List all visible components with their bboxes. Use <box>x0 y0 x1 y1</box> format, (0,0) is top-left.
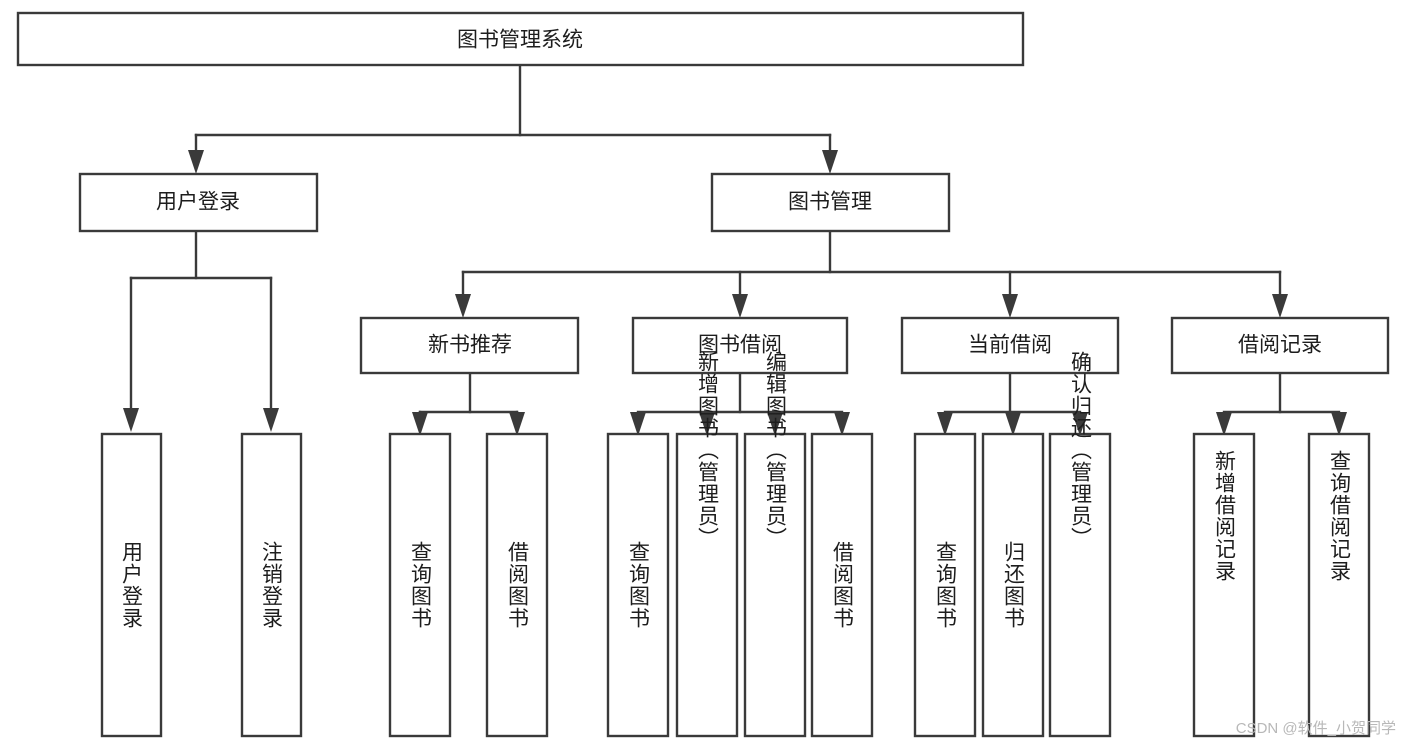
arrow-head-leaf-current-borrow-3 <box>1072 412 1088 436</box>
leaf-current-borrow-3[interactable]: 确认归还（管理员） <box>1048 351 1112 738</box>
leaf-new-book-recommend-2-label: 借阅图书 <box>506 541 530 629</box>
leaf-borrow-record-2[interactable]: 查询借阅记录 <box>1307 432 1371 738</box>
leaf-current-borrow-2-box[interactable] <box>981 432 1045 738</box>
node-book-borrow-label: 图书借阅 <box>698 334 782 357</box>
leaf-borrow-record-1-label: 新增借阅记录 <box>1213 450 1237 582</box>
leaf-current-borrow-2-label: 归还图书 <box>1002 541 1026 629</box>
arrow-head-leaf-borrow-record-2 <box>1331 412 1347 436</box>
arrow-head-leaf-book-borrow-2 <box>699 412 715 436</box>
leaf-book-borrow-1[interactable]: 查询图书 <box>606 432 670 738</box>
leaf-book-borrow-4-label: 借阅图书 <box>831 541 855 629</box>
arrow-head-leaf-current-borrow-2 <box>1005 412 1021 436</box>
leaf-current-borrow-1-box[interactable] <box>913 432 977 738</box>
node-book-borrow[interactable]: 图书借阅 <box>631 316 849 375</box>
leaf-book-borrow-1-label: 查询图书 <box>627 541 651 629</box>
leaf-book-borrow-3[interactable]: 编辑图书（管理员） <box>743 351 807 738</box>
node-root-label: 图书管理系统 <box>457 29 583 52</box>
node-user-login-box[interactable] <box>78 172 319 233</box>
arrow-head-new-book <box>455 294 471 318</box>
node-borrow-record-label: 借阅记录 <box>1238 334 1322 357</box>
csdn-watermark: CSDN @软件_小贺同学 <box>1236 720 1396 737</box>
leaf-book-borrow-3-label: 编辑图书（管理员） <box>764 351 788 549</box>
node-user-login-label: 用户登录 <box>156 191 240 214</box>
leaf-book-borrow-4[interactable]: 借阅图书 <box>810 432 874 738</box>
leaf-book-borrow-1-box[interactable] <box>606 432 670 738</box>
node-new-book-recommend[interactable]: 新书推荐 <box>359 316 580 375</box>
node-book-manage-label: 图书管理 <box>788 191 872 214</box>
leaf-user-login-2-label: 注销登录 <box>260 541 284 629</box>
node-new-book-recommend-box[interactable] <box>359 316 580 375</box>
leaf-book-borrow-3-box[interactable] <box>743 432 807 738</box>
arrow-head-leaf-borrow-record-1 <box>1216 412 1232 436</box>
leaf-new-book-recommend-2[interactable]: 借阅图书 <box>485 432 549 738</box>
leaf-book-borrow-2-label: 新增图书（管理员） <box>696 351 720 549</box>
leaf-book-borrow-4-box[interactable] <box>810 432 874 738</box>
node-current-borrow-box[interactable] <box>900 316 1120 375</box>
arrow-head-leaf-new-book-2 <box>509 412 525 436</box>
arrow-head-book-manage <box>822 150 838 174</box>
leaf-current-borrow-1-label: 查询图书 <box>934 541 958 629</box>
arrow-head-leaf-book-borrow-1 <box>630 412 646 436</box>
leaf-book-borrow-2[interactable]: 新增图书（管理员） <box>675 351 739 738</box>
arrow-head-leaf-current-borrow-1 <box>937 412 953 436</box>
node-new-book-recommend-label: 新书推荐 <box>428 334 512 357</box>
leaf-current-borrow-3-box[interactable] <box>1048 432 1112 738</box>
arrow-head-user-login <box>188 150 204 174</box>
arrow-head-book-borrow <box>732 294 748 318</box>
leaf-new-book-recommend-1-box[interactable] <box>388 432 452 738</box>
node-root-box[interactable] <box>16 11 1025 67</box>
leaf-user-login-1-box[interactable] <box>100 432 163 738</box>
leaf-borrow-record-1[interactable]: 新增借阅记录 <box>1192 432 1256 738</box>
node-current-borrow[interactable]: 当前借阅 <box>900 316 1120 375</box>
node-book-borrow-box[interactable] <box>631 316 849 375</box>
arrow-head-leaf-user-login-1 <box>123 408 139 432</box>
node-current-borrow-label: 当前借阅 <box>968 334 1052 357</box>
leaf-new-book-recommend-1-label: 查询图书 <box>409 541 433 629</box>
connector-layer <box>123 63 1347 436</box>
leaf-current-borrow-2[interactable]: 归还图书 <box>981 432 1045 738</box>
node-root[interactable]: 图书管理系统 <box>16 11 1025 67</box>
node-borrow-record[interactable]: 借阅记录 <box>1170 316 1390 375</box>
leaf-user-login-1[interactable]: 用户登录 <box>100 432 163 738</box>
node-user-login[interactable]: 用户登录 <box>78 172 319 233</box>
node-book-manage-box[interactable] <box>710 172 951 233</box>
leaf-user-login-1-label: 用户登录 <box>120 541 144 629</box>
arrow-head-leaf-book-borrow-3 <box>767 412 783 436</box>
node-borrow-record-box[interactable] <box>1170 316 1390 375</box>
leaf-borrow-record-2-label: 查询借阅记录 <box>1328 450 1352 582</box>
leaf-new-book-recommend-1[interactable]: 查询图书 <box>388 432 452 738</box>
leaf-new-book-recommend-2-box[interactable] <box>485 432 549 738</box>
arrow-head-leaf-book-borrow-4 <box>834 412 850 436</box>
node-book-manage[interactable]: 图书管理 <box>710 172 951 233</box>
leaf-borrow-record-1-box[interactable] <box>1192 432 1256 738</box>
leaf-user-login-2-box[interactable] <box>240 432 303 738</box>
arrow-head-borrow-record <box>1272 294 1288 318</box>
arrow-head-leaf-new-book-1 <box>412 412 428 436</box>
arrow-head-leaf-user-login-2 <box>263 408 279 432</box>
leaf-current-borrow-1[interactable]: 查询图书 <box>913 432 977 738</box>
leaf-current-borrow-3-label: 确认归还（管理员） <box>1069 351 1093 549</box>
arrow-head-current-borrow <box>1002 294 1018 318</box>
leaf-borrow-record-2-box[interactable] <box>1307 432 1371 738</box>
leaf-book-borrow-2-box[interactable] <box>675 432 739 738</box>
leaf-user-login-2[interactable]: 注销登录 <box>240 432 303 738</box>
